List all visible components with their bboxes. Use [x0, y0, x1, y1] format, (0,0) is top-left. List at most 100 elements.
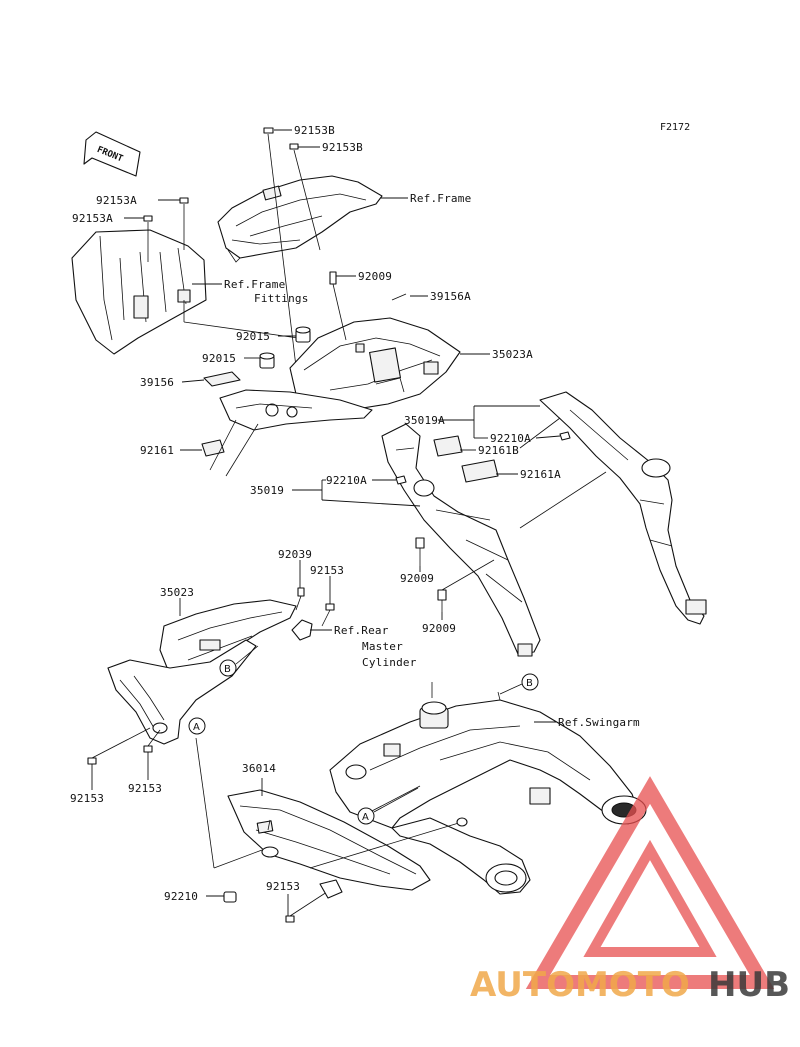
svg-text:92153: 92153 — [310, 564, 344, 577]
svg-text:Ref.Swingarm: Ref.Swingarm — [558, 716, 640, 729]
marker-b-left: B — [219, 659, 237, 677]
svg-text:92009: 92009 — [422, 622, 456, 635]
bolt-92153-l1-icon — [87, 727, 151, 765]
bolt-92039-icon — [295, 587, 305, 611]
ref-frame-fittings-part — [71, 229, 207, 355]
part-35019A — [539, 391, 707, 625]
callout-ref-swingarm: Ref.Swingarm — [534, 716, 640, 729]
callout-92039: 92039 — [278, 548, 312, 588]
callout-35019: 35019 — [250, 480, 421, 507]
foam-92161B-icon — [433, 435, 463, 457]
callout-92153-l1: 92153 — [70, 764, 104, 805]
svg-text:B: B — [526, 678, 533, 689]
bolt-92009-top-icon — [329, 271, 347, 341]
part-35023 — [159, 599, 297, 677]
bolt-92153-bottom-icon — [285, 889, 331, 923]
callout-92161: 92161 — [140, 444, 202, 457]
callout-92015-1: 92015 — [236, 330, 296, 343]
callout-92009-mid2: 92009 — [422, 612, 456, 635]
svg-text:Ref.Frame: Ref.Frame — [224, 278, 285, 291]
foam-92161-icon — [201, 439, 225, 457]
watermark-logo — [525, 776, 775, 989]
pad-39156A-icon — [391, 293, 407, 301]
callout-92210A-right: 92210A — [474, 432, 561, 445]
svg-text:92153A: 92153A — [96, 194, 137, 207]
svg-text:92210A: 92210A — [490, 432, 531, 445]
svg-text:AUTOMOTO: AUTOMOTO — [470, 965, 690, 1005]
callout-ref-frame: Ref.Frame — [380, 192, 471, 205]
callout-35023: 35023 — [160, 586, 194, 616]
callout-92161A: 92161A — [496, 468, 561, 481]
bushing-92015-1-icon — [295, 326, 311, 343]
bolt-92153B-1-icon — [263, 127, 274, 134]
callout-92153-l2: 92153 — [128, 752, 162, 795]
callout-92015-2: 92015 — [202, 352, 260, 365]
svg-text:92153: 92153 — [70, 792, 104, 805]
chain-guard-clip — [319, 879, 343, 899]
callout-36014: 36014 — [242, 762, 276, 796]
svg-text:39156: 39156 — [140, 376, 174, 389]
svg-text:92009: 92009 — [358, 270, 392, 283]
svg-text:35023: 35023 — [160, 586, 194, 599]
bushing-92015-2-icon — [259, 352, 275, 369]
svg-text:92153: 92153 — [128, 782, 162, 795]
nut-92210A-right-icon — [559, 431, 571, 441]
bolt-92153B-2-icon — [289, 143, 299, 150]
svg-text:39156A: 39156A — [430, 290, 471, 303]
svg-text:A: A — [362, 812, 369, 823]
front-arrow-icon: FRONT — [83, 131, 141, 177]
callout-35023A: 35023A — [460, 348, 533, 361]
svg-text:92153: 92153 — [266, 880, 300, 893]
bolt-92009-mid2-icon — [437, 559, 495, 612]
bolt-92153A-2-icon — [143, 215, 153, 262]
callout-92153A-2: 92153A — [72, 212, 144, 225]
svg-text:Ref.Rear: Ref.Rear — [334, 624, 389, 637]
callout-92153B-1: 92153B — [274, 124, 335, 137]
svg-text:92161: 92161 — [140, 444, 174, 457]
nut-92210-icon — [223, 891, 237, 903]
svg-text:Fittings: Fittings — [254, 292, 309, 305]
callout-92161B: 92161B — [460, 444, 519, 457]
part-35023A — [289, 317, 461, 411]
foam-92161A-icon — [461, 459, 499, 483]
callout-ref-rear-master-cylinder: Ref.Rear Master Cylinder — [310, 624, 417, 669]
pad-39156-icon — [203, 371, 241, 387]
svg-text:92015: 92015 — [236, 330, 270, 343]
figure-code: F2172 — [660, 122, 690, 133]
bolt-92009-mid1-icon — [415, 537, 425, 566]
callout-92153B-2: 92153B — [298, 141, 363, 154]
bolt-92153A-1-icon — [179, 197, 189, 250]
svg-text:B: B — [224, 664, 231, 675]
svg-text:Ref.Frame: Ref.Frame — [410, 192, 471, 205]
svg-text:Cylinder: Cylinder — [362, 656, 417, 669]
callout-39156A: 39156A — [410, 290, 471, 303]
svg-text:35019A: 35019A — [404, 414, 445, 427]
seat-bracket-part — [219, 389, 373, 431]
svg-text:92161A: 92161A — [520, 468, 561, 481]
marker-b-right: B — [521, 673, 539, 691]
svg-text:92210: 92210 — [164, 890, 198, 903]
svg-text:92153A: 92153A — [72, 212, 113, 225]
watermark-triangle-icon — [525, 776, 775, 989]
part-35023-plate — [107, 639, 257, 745]
svg-text:35019: 35019 — [250, 484, 284, 497]
callout-ref-frame-fittings: Ref.Frame Fittings — [192, 278, 309, 305]
svg-text:92015: 92015 — [202, 352, 236, 365]
svg-text:35023A: 35023A — [492, 348, 533, 361]
ref-frame-part — [217, 175, 383, 263]
svg-text:92161B: 92161B — [478, 444, 519, 457]
callout-92210: 92210 — [164, 890, 224, 903]
nut-92210A-mid-icon — [395, 475, 407, 485]
bolt-92153-mid-icon — [321, 603, 335, 627]
marker-a-bottom: A — [357, 807, 375, 825]
svg-text:92009: 92009 — [400, 572, 434, 585]
callout-92009-top: 92009 — [336, 270, 392, 283]
callout-35019A: 35019A — [404, 405, 540, 438]
part-35019 — [381, 423, 541, 657]
callout-92153-mid: 92153 — [310, 564, 344, 604]
svg-text:92153B: 92153B — [322, 141, 363, 154]
svg-text:92153B: 92153B — [294, 124, 335, 137]
watermark-text: AUTOMOTO HUB — [470, 965, 790, 1005]
svg-text:92039: 92039 — [278, 548, 312, 561]
marker-a-left: A — [188, 717, 206, 735]
